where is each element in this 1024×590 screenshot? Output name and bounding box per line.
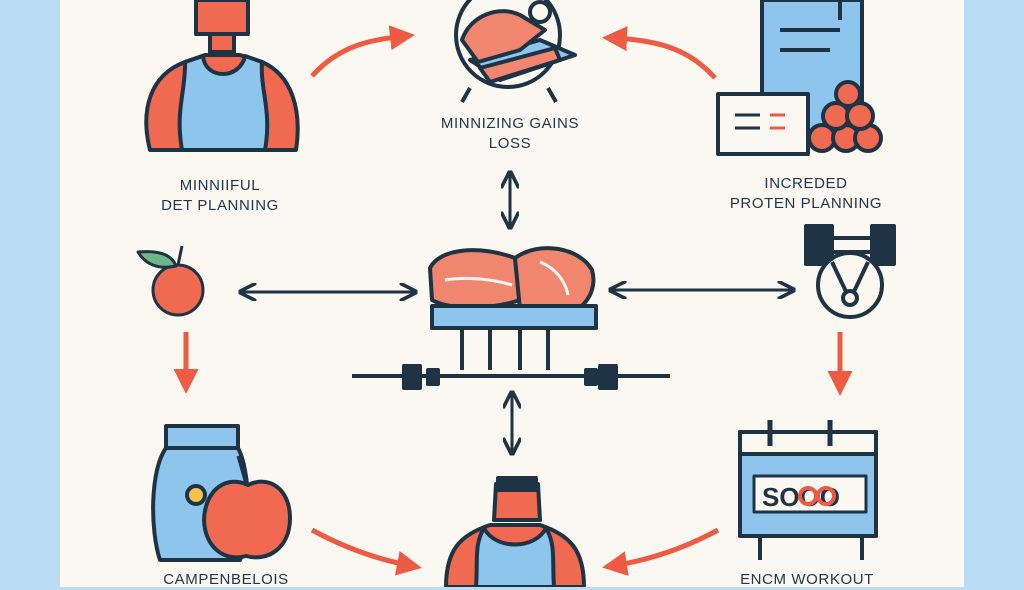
label-left-line2: DET PLANNING [161, 197, 279, 214]
calendar-dots [798, 486, 836, 506]
label-bottom-right: ENCM WORKOUT [740, 571, 874, 588]
label-top: MINNIZING GAINS LOSS [410, 114, 610, 154]
label-right: INCREDED PROTEN PLANNING [706, 174, 906, 214]
supplement-jar-icon [151, 424, 292, 562]
medal-weight-icon [804, 224, 896, 319]
arrow-jar-to-bottom [310, 527, 422, 576]
arrow-left-to-top [310, 25, 415, 78]
label-left-line1: MINNIIFUL [179, 177, 261, 194]
label-right-line1: INCREDED [764, 175, 848, 192]
workout-calendar-icon [738, 420, 878, 560]
label-top-line1: MINNIZING GAINS [440, 115, 580, 132]
arrow-calendar-to-bottom [602, 527, 720, 577]
label-bottom-left: CAMPENBELOIS [163, 571, 289, 588]
athlete-bottom-icon [444, 476, 586, 587]
label-top-line2: LOSS [488, 135, 532, 152]
meat-scale-icon [352, 246, 670, 390]
arrow-right-to-top [602, 26, 717, 80]
label-right-line2: PROTEN PLANNING [729, 195, 883, 212]
label-left: MINNIIFUL DET PLANNING [130, 176, 310, 216]
apple-icon [136, 245, 205, 317]
meat-plate-icon [454, 0, 577, 103]
diet-document-icon [716, 0, 883, 156]
athlete-top-left-icon [144, 0, 300, 152]
